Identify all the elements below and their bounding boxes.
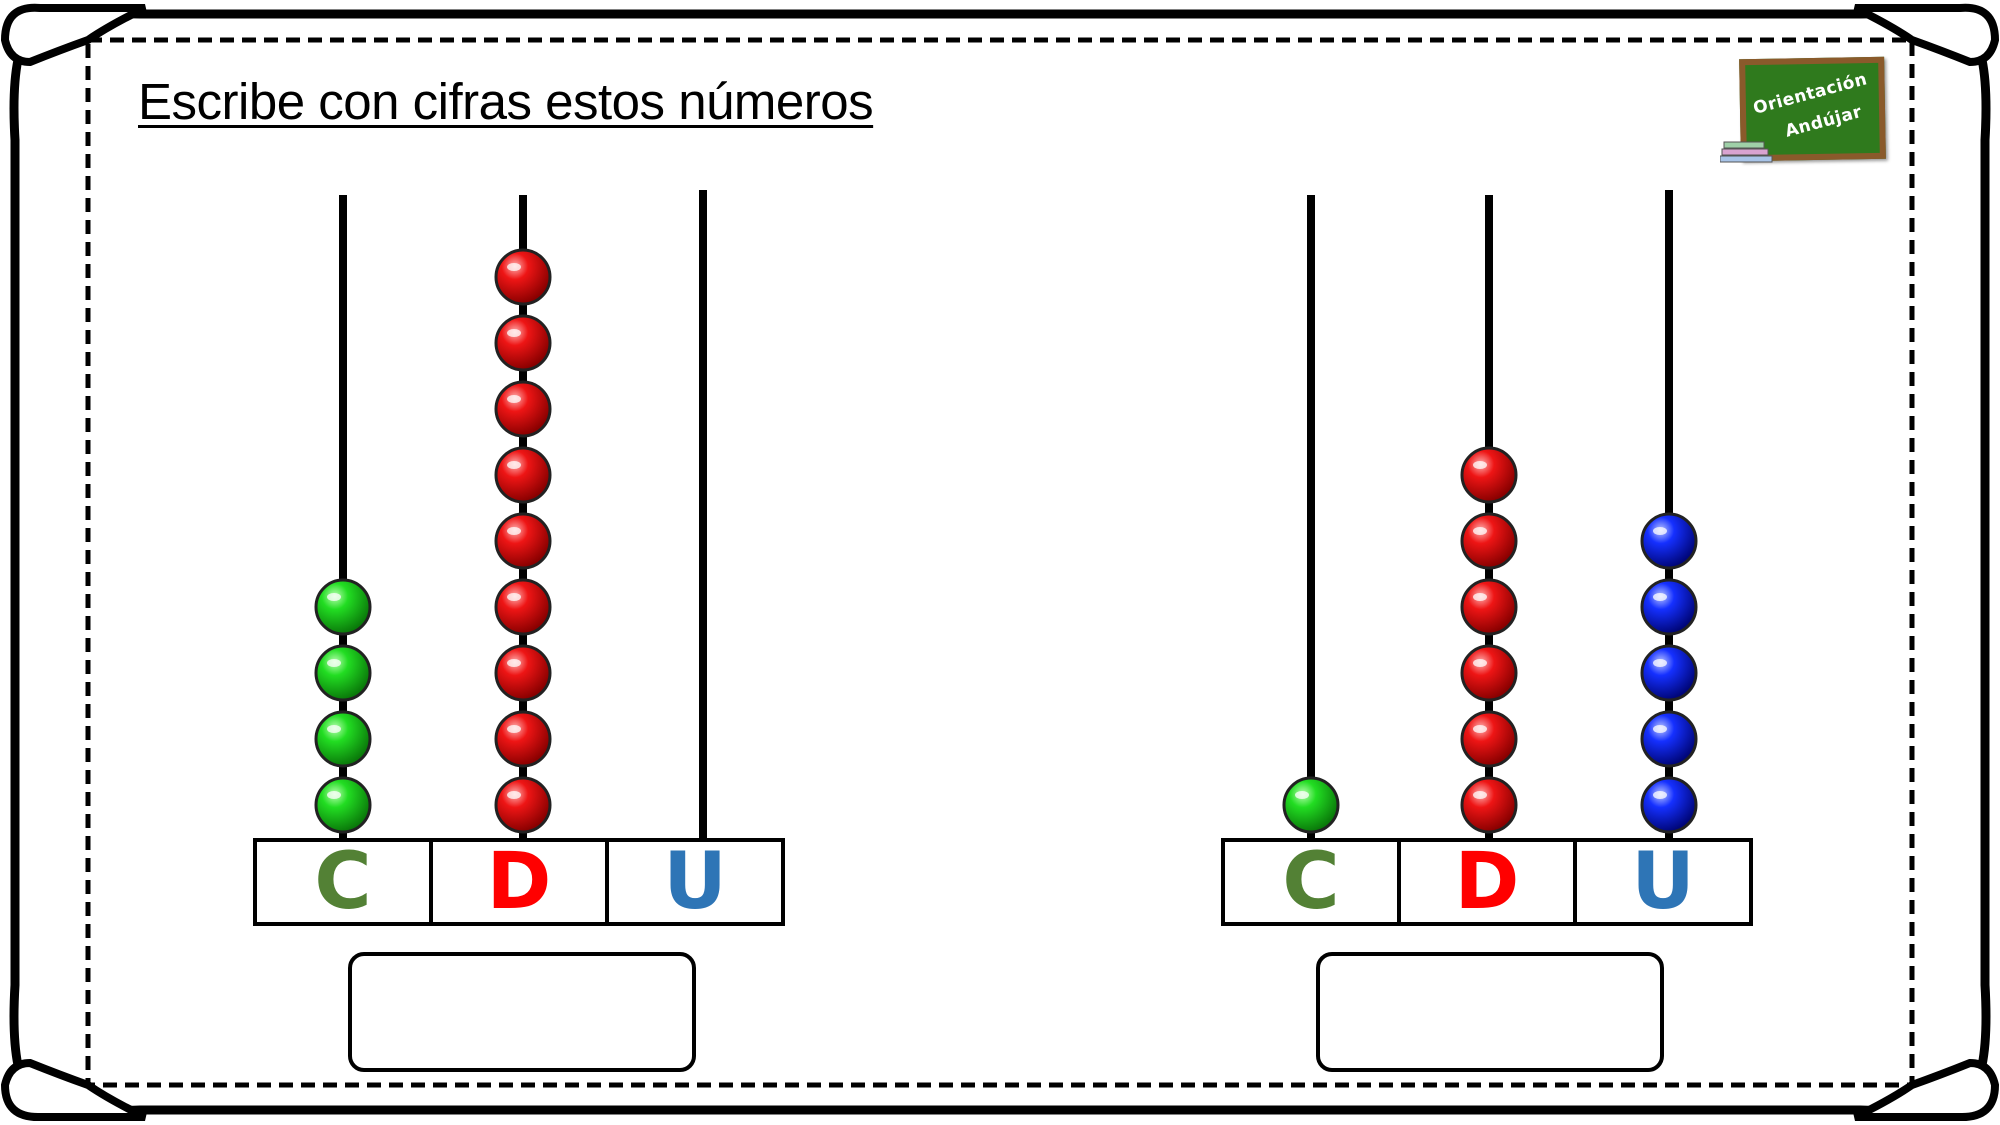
abacus-1-answer-box[interactable] (348, 952, 696, 1072)
abacus-2-bead-units (1640, 776, 1698, 834)
abacus-2-bead-highlight (1295, 791, 1309, 799)
abacus-2-bead-units (1640, 644, 1698, 702)
abacus-2-bead-hundreds (1282, 776, 1340, 834)
abacus-1-bead-highlight (507, 527, 521, 535)
abacus-2-bead-tens (1460, 710, 1518, 768)
abacus-2-bead-tens (1460, 512, 1518, 570)
abacus-1-bead-tens (494, 380, 552, 438)
abacus-1-bead-highlight (507, 791, 521, 799)
abacus-2-bead-highlight (1653, 791, 1667, 799)
abacus-1-bead-hundreds (314, 710, 372, 768)
abacus-1-bead-hundreds (314, 644, 372, 702)
abacus-1-bead-tens (494, 710, 552, 768)
abacus-1-bead-highlight (507, 593, 521, 601)
abacus-1-label-tens: D (429, 838, 609, 926)
abacus-1-label-hundreds: C (253, 838, 433, 926)
abacus-1-bead-highlight (507, 329, 521, 337)
abacus-2-bead-tens (1460, 644, 1518, 702)
abacus-1-bead-tens (494, 644, 552, 702)
abacus-2-bead-tens (1460, 446, 1518, 504)
abacus-2-bead-highlight (1653, 659, 1667, 667)
abacus-2-bead-units (1640, 578, 1698, 636)
books-icon (1720, 141, 1773, 163)
abacus-2-bead-highlight (1473, 791, 1487, 799)
abacus-1-bead-highlight (327, 725, 341, 733)
abacus-1-bead-highlight (327, 659, 341, 667)
abacus-2-bead-tens (1460, 776, 1518, 834)
abacus-1-bead-highlight (327, 791, 341, 799)
abacus-1-bead-tens (494, 314, 552, 372)
abacus-1-bead-highlight (507, 461, 521, 469)
abacus-1-bead-hundreds (314, 776, 372, 834)
abacus-2-bead-units (1640, 512, 1698, 570)
abacus-1-bead-tens (494, 248, 552, 306)
abacus-2-label-tens: D (1397, 838, 1577, 926)
abacus-2-bead-highlight (1473, 725, 1487, 733)
abacus-1-bead-highlight (507, 263, 521, 271)
abacus-2-bead-units (1640, 710, 1698, 768)
page-title: Escribe con cifras estos números (138, 73, 874, 130)
abacus-2-bead-highlight (1473, 659, 1487, 667)
abacus-1-bead-tens (494, 776, 552, 834)
abacus-2-bead-highlight (1473, 593, 1487, 601)
abacus-1-bead-highlight (507, 725, 521, 733)
abacus-2-answer-box[interactable] (1316, 952, 1664, 1072)
abacus-2-bead-highlight (1653, 593, 1667, 601)
abacus-1-bead-tens (494, 578, 552, 636)
abacus-1-bead-tens (494, 512, 552, 570)
abacus-1-label-units: U (605, 838, 785, 926)
abacus-2-bead-highlight (1473, 527, 1487, 535)
abacus-1-bead-highlight (507, 659, 521, 667)
abacus-1-bead-highlight (507, 395, 521, 403)
abacus-2-bead-highlight (1473, 461, 1487, 469)
abacus-2-label-units: U (1573, 838, 1753, 926)
abacus-1-bead-tens (494, 446, 552, 504)
abacus-1-bead-highlight (327, 593, 341, 601)
abacus-2-bead-tens (1460, 578, 1518, 636)
abacus-2-bead-highlight (1653, 527, 1667, 535)
abacus-2-label-hundreds: C (1221, 838, 1401, 926)
abacus-1-bead-hundreds (314, 578, 372, 636)
abacus-2-bead-highlight (1653, 725, 1667, 733)
